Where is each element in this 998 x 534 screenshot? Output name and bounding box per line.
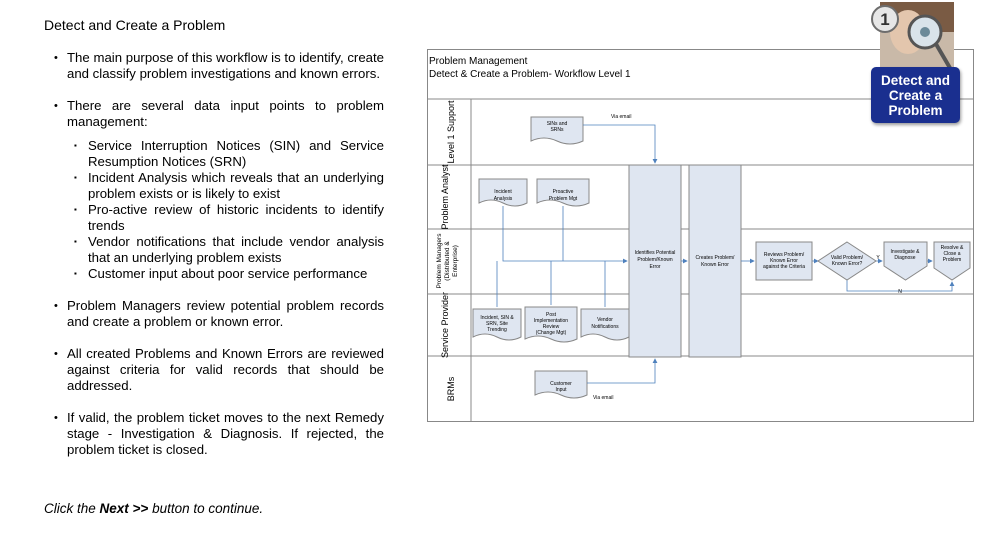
svg-text:Vendor: Vendor [597,317,613,323]
sub-bullet-item: Incident Analysis which reveals that an … [54,170,384,202]
lane-problem-analyst: Problem Analyst [440,164,450,230]
svg-text:Proactive: Proactive [553,189,574,195]
process-resolve-close [933,241,971,281]
lane-service-provider: Service Provider [440,292,450,358]
process-identifies-potential [628,164,682,358]
svg-text:Error: Error [649,264,660,270]
bullet-item: There are several data input points to p… [54,98,384,130]
svg-text:Customer: Customer [550,381,572,387]
footer-suffix: button to continue. [148,501,264,516]
label-y: Y [876,255,880,261]
bullet-item: The main purpose of this workflow is to … [54,50,384,82]
doc-vendor-notifications [580,308,630,341]
svg-text:Reviews Problem/: Reviews Problem/ [764,252,805,258]
svg-text:Notifications: Notifications [591,324,619,330]
lane-problem-managers: Problem Managers (Distributed & Enterpri… [436,233,459,289]
process-investigate-diagnose [883,241,928,281]
svg-text:Close a: Close a [944,251,961,257]
svg-text:SINs and: SINs and [547,121,568,127]
step-badge-photo: 1 [871,2,954,72]
svg-text:Resolve &: Resolve & [941,245,964,251]
svg-text:Problem/Known: Problem/Known [637,257,673,263]
doc-incident-sin-trending [472,308,522,341]
svg-text:Enterprise): Enterprise) [452,245,459,277]
svg-text:against the Criteria: against the Criteria [763,264,805,270]
doc-post-implementation [524,306,578,343]
label-n: N [898,289,902,295]
doc-incident-analysis [478,178,528,207]
svg-text:Diagnose: Diagnose [894,255,915,261]
svg-text:Implementation: Implementation [534,318,568,324]
svg-text:SRN, Site: SRN, Site [486,321,508,327]
svg-text:Identifies Potential: Identifies Potential [635,250,676,256]
svg-text:Problem: Problem [943,257,962,263]
svg-text:Review: Review [543,324,560,330]
svg-text:Analysis: Analysis [494,196,513,202]
footer-instruction: Click the Next >> button to continue. [44,501,263,516]
bullet-item: All created Problems and Known Errors ar… [54,346,384,394]
svg-text:Trending: Trending [487,327,507,333]
sub-bullet-item: Vendor notifications that include vendor… [54,234,384,266]
svg-text:SRNs: SRNs [550,127,564,133]
svg-text:Problem Mgt: Problem Mgt [549,196,578,202]
bullet-item: If valid, the problem ticket moves to th… [54,410,384,458]
sub-bullet-item: Pro-active review of historic incidents … [54,202,384,234]
doc-customer-input [534,370,588,399]
svg-text:(Change Mgt): (Change Mgt) [536,330,567,336]
process-reviews-problem [755,241,813,281]
sub-bullet-item: Service Interruption Notices (SIN) and S… [54,138,384,170]
page-title: Detect and Create a Problem [44,17,226,33]
via-email-top: Via email [611,114,631,120]
svg-text:Incident: Incident [494,189,512,195]
footer-prefix: Click the [44,501,100,516]
step-badge-label: Detect and Create a Problem [871,67,960,123]
svg-text:Creates Problem/: Creates Problem/ [696,255,736,261]
svg-text:Problem Managers: Problem Managers [436,233,443,289]
via-email-bottom: Via email [593,395,613,401]
svg-text:Known Error: Known Error [770,258,798,264]
next-reference: Next >> [99,501,149,516]
doc-sins-srns [530,116,584,145]
svg-text:Investigate &: Investigate & [891,249,921,255]
svg-text:Known Error: Known Error [701,262,729,268]
sub-bullet-item: Customer input about poor service perfor… [54,266,384,282]
diagram-header-subtitle: Detect & Create a Problem- Workflow Leve… [429,69,631,80]
decision-valid-problem [817,241,877,281]
diagram-header-title: Problem Management [429,56,528,67]
bullet-item: Problem Managers review potential proble… [54,298,384,330]
doc-proactive-problem [536,178,590,207]
svg-text:Known Error?: Known Error? [832,261,863,267]
sub-bullet-list: Service Interruption Notices (SIN) and S… [54,138,384,282]
lane-level1-support: Level 1 Support [446,100,456,164]
lane-brms: BRMs [446,376,456,401]
svg-text:Input: Input [555,387,567,393]
step-number-circle [871,5,899,33]
svg-text:Valid Problem/: Valid Problem/ [831,255,864,261]
svg-text:Incident, SIN &: Incident, SIN & [480,315,514,321]
svg-text:(Distributed &: (Distributed & [444,241,451,281]
step-number: 1 [880,10,889,29]
svg-text:Post: Post [546,312,557,318]
process-creates-problem [688,164,742,358]
content-text: The main purpose of this workflow is to … [54,50,384,474]
